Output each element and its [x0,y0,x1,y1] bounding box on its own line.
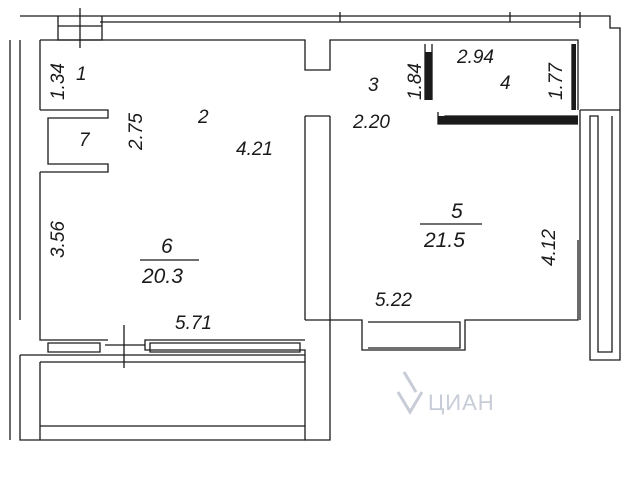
wall-niche-7 [40,109,109,173]
wall-center-double [144,115,331,441]
wall-fill-room-4-divider [425,52,432,100]
window-bottom-left [47,342,301,353]
room-3-dim2: 2.20 [352,112,390,133]
room-3-dim: 1.84 [405,63,426,100]
wall-fills [425,44,578,124]
room-2-dim2: 4.21 [236,139,273,160]
outer-top-wall [20,15,621,110]
room-2-dim: 2.75 [126,113,147,151]
watermark-logo-icon [396,371,424,415]
room-3-number: 3 [368,75,379,96]
wall-balcony-right [579,109,621,361]
room-6-dim: 3.56 [48,221,69,258]
room-5-dim: 4.12 [539,229,560,266]
room-5-area: 21.5 [423,229,465,252]
room-labels: 1 1.34 2 2.75 4.21 3 1.84 2.20 2.94 4 1.… [48,47,567,334]
window-top [57,8,103,48]
wall-balcony-bottom [19,354,305,441]
room-1-number: 1 [76,64,87,85]
room-4-dim2: 1.77 [546,62,567,100]
room-6-area: 20.3 [141,265,183,288]
room-6-number: 6 [161,235,173,258]
wall-fill-room-4-right [572,44,576,110]
outer-top-wall-inner [100,21,581,28]
wall-room-top [40,39,579,110]
outer-ticks [339,12,581,22]
room-5-number: 5 [451,200,463,223]
room-6-dim2: 5.71 [175,313,212,334]
room-7-number: 7 [79,130,91,151]
room-4-dim: 2.94 [456,47,494,68]
column-marker [105,325,145,368]
watermark: ЦИАН [428,390,495,415]
wall-partition-center [304,116,579,351]
wall-left-room [39,40,108,341]
walls [9,8,621,441]
wall-left-edge [9,40,21,440]
room-2-number: 2 [197,107,209,128]
room-5-dim2: 5.22 [375,290,412,311]
room-1-dim: 1.34 [48,63,69,100]
wall-fill-room-4-bottom [438,116,578,124]
room-4-number: 4 [500,73,511,94]
window-bottom-right [368,321,461,349]
